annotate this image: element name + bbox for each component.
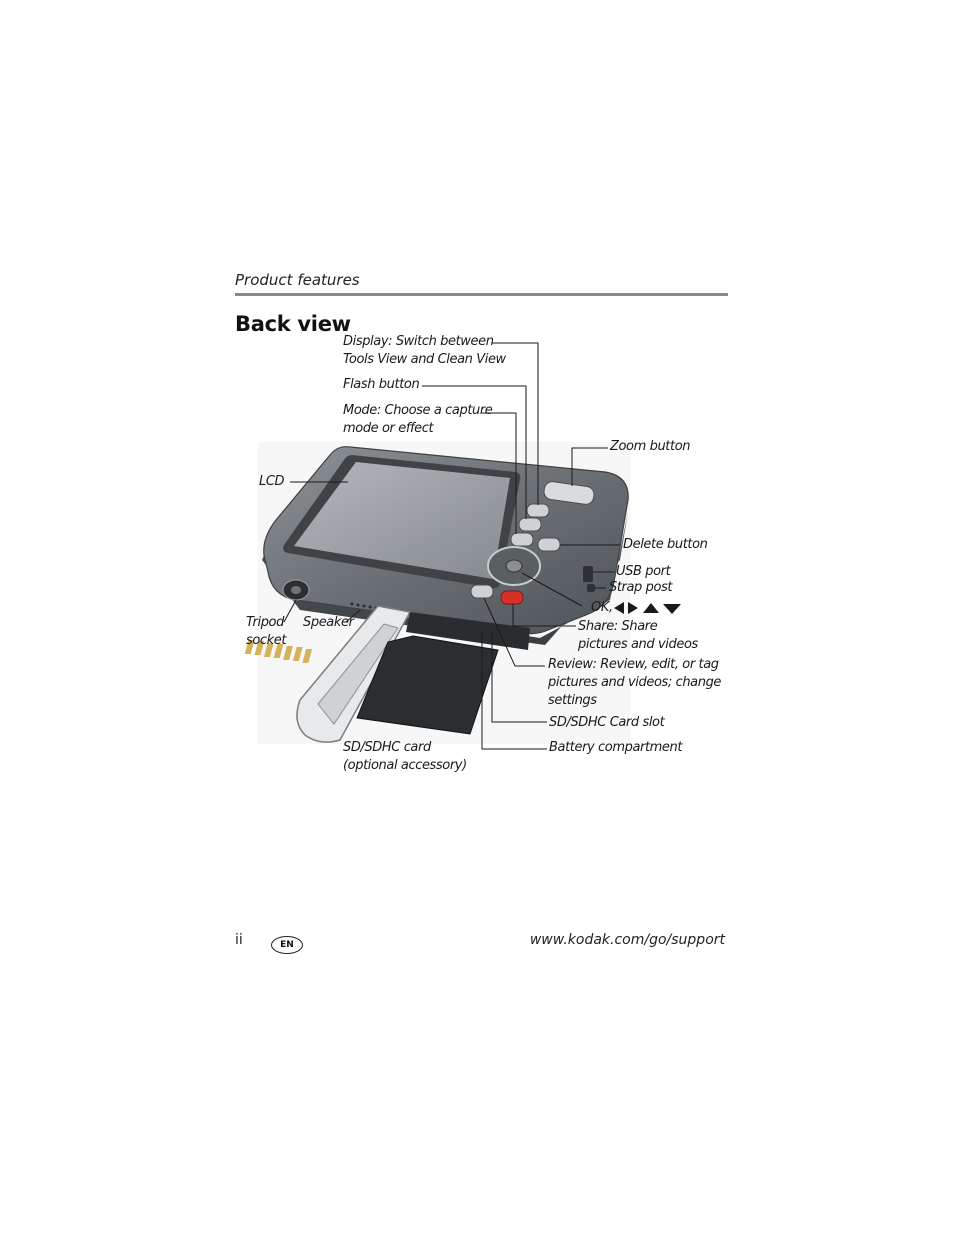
label-review-line2: pictures and videos; change bbox=[548, 675, 722, 690]
label-review-line3: settings bbox=[548, 693, 597, 708]
delete-button bbox=[537, 537, 561, 552]
strap-post bbox=[587, 584, 595, 592]
sd-card bbox=[244, 635, 499, 735]
section-title: Product features bbox=[235, 271, 360, 289]
support-link[interactable]: www.kodak.com/go/support bbox=[529, 932, 725, 948]
label-battery: Battery compartment bbox=[549, 740, 683, 755]
label-flash: Flash button bbox=[343, 377, 420, 392]
lcd-screen bbox=[294, 462, 510, 579]
ok-button bbox=[505, 559, 523, 573]
label-share-line1: Share: Share bbox=[578, 619, 658, 634]
label-usb: USB port bbox=[616, 564, 671, 579]
battery-compartment bbox=[406, 612, 530, 650]
review-button bbox=[470, 584, 494, 599]
label-display-line2: Tools View and Clean View bbox=[343, 352, 506, 367]
label-ok: OK, bbox=[591, 600, 613, 615]
page-number: ii bbox=[235, 932, 243, 948]
callout-lines bbox=[283, 342, 620, 750]
mode-button bbox=[510, 532, 534, 547]
usb-port bbox=[583, 566, 593, 582]
page-title: Back view bbox=[235, 312, 351, 336]
battery-door-inner bbox=[317, 623, 399, 725]
label-card-line2: (optional accessory) bbox=[343, 758, 467, 773]
label-zoom: Zoom button bbox=[610, 439, 691, 454]
label-speaker: Speaker bbox=[303, 615, 354, 630]
label-delete: Delete button bbox=[623, 537, 708, 552]
direction-arrows-icon bbox=[614, 602, 681, 614]
label-tripod-line2: socket bbox=[246, 633, 287, 648]
label-lcd: LCD bbox=[259, 474, 285, 489]
camera-bottom-edge bbox=[262, 512, 628, 645]
label-mode-line1: Mode: Choose a capture bbox=[343, 403, 493, 418]
label-tripod-line1: Tripod bbox=[246, 615, 284, 630]
tripod-thread bbox=[291, 586, 301, 594]
header-divider bbox=[235, 293, 728, 296]
label-card-slot: SD/SDHC Card slot bbox=[549, 715, 665, 730]
display-button bbox=[526, 503, 550, 518]
language-badge-icon: EN bbox=[271, 936, 303, 954]
flash-button bbox=[518, 517, 542, 532]
label-mode-line2: mode or effect bbox=[343, 421, 434, 436]
share-button bbox=[500, 590, 524, 605]
label-strap: Strap post bbox=[609, 580, 673, 595]
label-display-line1: Display: Switch between bbox=[343, 334, 494, 349]
zoom-button bbox=[543, 481, 595, 505]
label-share-line2: pictures and videos bbox=[578, 637, 698, 652]
label-card-line1: SD/SDHC card bbox=[343, 740, 431, 755]
label-review-line1: Review: Review, edit, or tag bbox=[548, 657, 719, 672]
